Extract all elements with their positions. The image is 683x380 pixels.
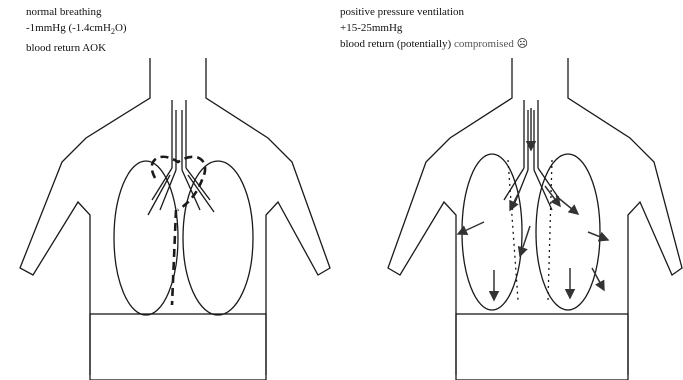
right-pressure-arrows (458, 108, 608, 300)
right-torso-outline (388, 58, 512, 375)
arrow-right-lung-out (588, 232, 608, 240)
left-panel (20, 58, 330, 380)
arrow-heart-upper (510, 190, 520, 210)
left-torso-outline (20, 58, 150, 375)
left-lung-2 (183, 161, 253, 315)
right-panel (388, 58, 682, 380)
right-abdomen (456, 314, 628, 380)
right-lung-2 (536, 154, 600, 310)
left-abdomen (90, 314, 266, 380)
left-vena-cava (172, 210, 176, 305)
left-bronchi (148, 168, 214, 215)
left-lung-1 (114, 161, 178, 315)
